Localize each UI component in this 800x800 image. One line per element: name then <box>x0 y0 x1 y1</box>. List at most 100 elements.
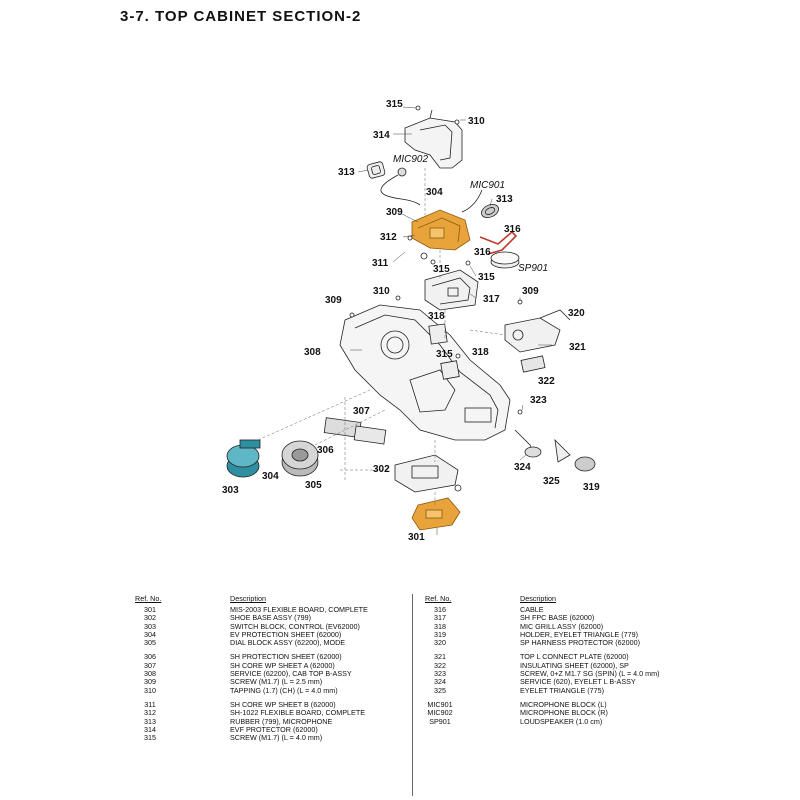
callout-315: 315 <box>478 272 495 283</box>
description: SH CORE WP SHEET A (62000) <box>230 660 335 670</box>
description: SH CORE WP SHEET B (62000) <box>230 699 336 709</box>
callout-sp901: SP901 <box>518 263 548 274</box>
callout-320: 320 <box>568 308 585 319</box>
callout-305: 305 <box>305 480 322 491</box>
parts-header: Ref. No. Description <box>130 594 400 606</box>
description: SH PROTECTION SHEET (62000) <box>230 652 342 662</box>
ref-no: 308 <box>144 669 156 679</box>
parts-row: 308 SERVICE (62200), CAB TOP B-ASSY <box>130 669 400 679</box>
ref-no: 303 <box>144 621 156 631</box>
speaker-cable-part <box>479 230 518 255</box>
mic-rubber-right-part <box>481 203 499 219</box>
parts-row: 301 MIS-2003 FLEXIBLE BOARD, COMPLETE <box>130 605 400 614</box>
mic-rubber-left-part <box>366 161 386 179</box>
ref-no: 318 <box>434 621 446 631</box>
ref-no: 321 <box>434 652 446 662</box>
ref-no: 315 <box>144 733 156 743</box>
callout-301: 301 <box>408 532 425 543</box>
parts-row: 315 SCREW (M1.7) (L = 4.0 mm) <box>130 733 400 743</box>
ref-no: 319 <box>434 629 446 639</box>
callout-322: 322 <box>538 376 555 387</box>
eyelet-holder-part <box>574 456 596 472</box>
callout-313: 313 <box>496 194 513 205</box>
callout-310: 310 <box>468 116 485 127</box>
callout-309: 309 <box>522 286 539 297</box>
mic-grill-lower-part <box>440 360 460 380</box>
callout-311: 311 <box>372 258 389 269</box>
callout-325: 325 <box>543 476 560 487</box>
parts-row: 311 SH CORE WP SHEET B (62000) <box>130 699 400 709</box>
description-header: Description <box>520 594 556 603</box>
description: TAPPING (1.7) (CH) (L = 4.0 mm) <box>230 685 338 695</box>
fpc-base-part <box>424 269 479 311</box>
ref-no: 301 <box>144 605 156 614</box>
switch-block-part <box>226 439 261 478</box>
description: EYELET TRIANGLE (775) <box>520 685 605 695</box>
callout-310: 310 <box>373 286 390 297</box>
ref-no: 304 <box>144 629 156 639</box>
screws <box>349 105 523 492</box>
parts-row: 318 MIC GRILL ASSY (62000) <box>420 621 720 631</box>
parts-row: SP901 LOUDSPEAKER (1.0 cm) <box>420 716 720 726</box>
callout-mic902: MIC902 <box>393 154 428 165</box>
callout-309: 309 <box>386 207 403 218</box>
callout-304: 304 <box>426 187 443 198</box>
callout-308: 308 <box>304 347 321 358</box>
callout-316: 316 <box>504 224 521 235</box>
ref-no: 314 <box>144 724 156 734</box>
ref-no: 320 <box>434 638 446 648</box>
exploded-view-diagram: 315 310 314 313 MIC902 304 MIC901 313 30… <box>222 99 600 543</box>
callout-321: 321 <box>569 342 586 353</box>
callout-319: 319 <box>583 482 600 493</box>
parts-row: 320 SP HARNESS PROTECTOR (62000) <box>420 638 720 648</box>
mic-grill-upper-part <box>428 323 448 345</box>
description: MIS-2003 FLEXIBLE BOARD, COMPLETE <box>230 605 368 614</box>
callout-304: 304 <box>262 471 279 482</box>
ref-no: 323 <box>434 669 446 679</box>
callout-314: 314 <box>373 130 390 141</box>
description: MIC GRILL ASSY (62000) <box>520 621 604 631</box>
description: SERVICE (62200), CAB TOP B-ASSY <box>230 669 352 679</box>
description: SCREW, 0+Z M1.7 SG (SPIN) (L = 4.0 mm) <box>520 669 660 679</box>
mic901-wire <box>461 189 483 213</box>
ref-no: 322 <box>434 660 446 670</box>
callout-323: 323 <box>530 395 547 406</box>
callout-312: 312 <box>380 232 397 243</box>
description: MICROPHONE BLOCK (R) <box>520 708 608 718</box>
callout-302: 302 <box>373 464 390 475</box>
ref-no-header: Ref. No. <box>135 594 162 603</box>
description: SCREW (M1.7) (L = 4.0 mm) <box>230 733 323 743</box>
description: SP HARNESS PROTECTOR (62000) <box>520 638 640 648</box>
ref-no: 313 <box>144 716 156 726</box>
description: CABLE <box>520 605 544 614</box>
dial-block-part <box>281 440 319 477</box>
top-l-connect-plate-part <box>504 309 571 353</box>
description: LOUDSPEAKER (1.0 cm) <box>520 716 603 726</box>
ref-no: SP901 <box>429 716 451 726</box>
callout-315: 315 <box>386 99 403 110</box>
description-header: Description <box>230 594 266 603</box>
sh1022-flexible-board-part <box>411 209 471 251</box>
description: SERVICE (620), EYELET L B-ASSY <box>520 677 636 687</box>
callout-318: 318 <box>472 347 489 358</box>
ref-no: 311 <box>144 699 156 709</box>
eyelet-l-part <box>524 446 542 458</box>
